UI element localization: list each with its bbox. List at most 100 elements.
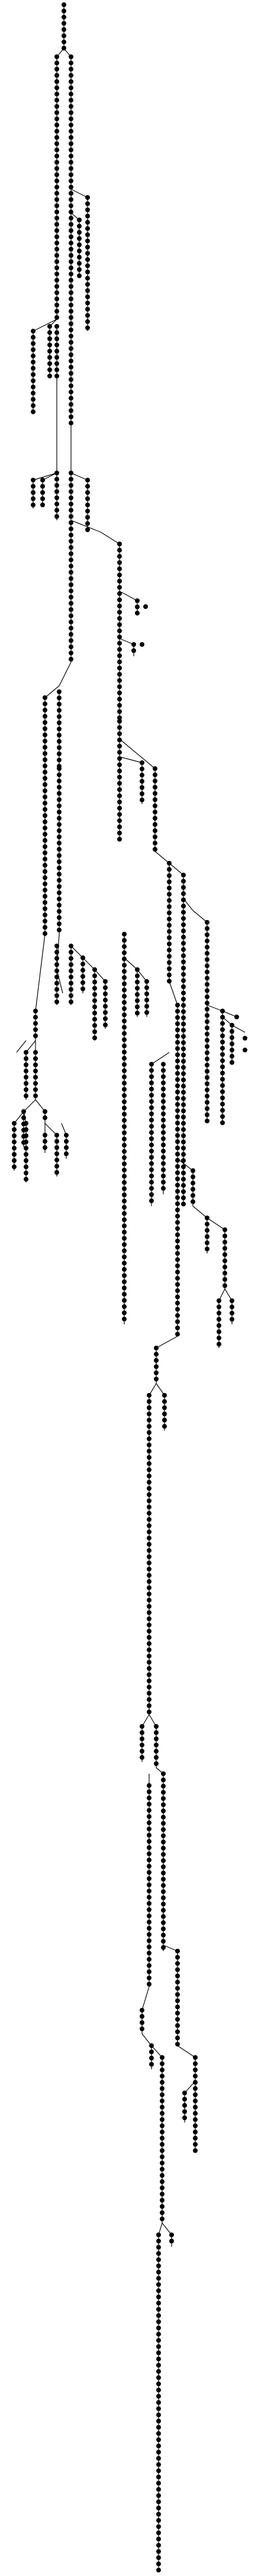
tree-node (92, 992, 97, 997)
tree-node (122, 1155, 127, 1160)
tree-node (156, 2406, 161, 2411)
tree-node (161, 1136, 166, 1141)
tree-node (122, 1118, 127, 1123)
tree-node (161, 1155, 166, 1160)
tree-node (85, 319, 90, 324)
tree-node (161, 1926, 166, 1932)
tree-node (156, 2381, 161, 2386)
tree-node (69, 197, 73, 202)
tree-node (191, 1193, 195, 1198)
tree-node (149, 1186, 154, 1191)
tree-node (92, 980, 97, 984)
tree-node (156, 2468, 161, 2473)
tree-node (54, 367, 59, 372)
tree-node (147, 1535, 151, 1541)
tree-node (175, 2017, 180, 2022)
tree-node (175, 1326, 180, 1330)
tree-node (147, 1660, 151, 1665)
tree-node (69, 234, 73, 239)
tree-node (69, 483, 73, 488)
tree-node (160, 2111, 165, 2116)
tree-node (175, 1207, 180, 1213)
tree-node (85, 478, 90, 482)
tree-node (161, 1130, 166, 1135)
tree-node (175, 1276, 180, 1281)
tree-node (92, 998, 97, 1003)
tree-node (122, 1273, 127, 1278)
tree-node (205, 1106, 209, 1111)
tree-node (69, 570, 73, 575)
tree-node (21, 1115, 26, 1120)
tree-node (181, 873, 186, 877)
tree-node (167, 941, 172, 947)
tree-node (161, 1852, 166, 1857)
tree-node (131, 648, 136, 653)
tree-node (43, 788, 47, 793)
tree-node (122, 1180, 127, 1185)
tree-node (69, 116, 73, 121)
tree-node (160, 2204, 165, 2209)
tree-node (47, 324, 52, 329)
tree-edge (163, 1945, 178, 1952)
tree-node (162, 1393, 167, 1398)
tree-node (54, 1170, 59, 1175)
tree-node (175, 2036, 180, 2040)
tree-node (144, 1010, 149, 1015)
tree-node (69, 73, 73, 78)
tree-node (57, 695, 62, 701)
tree-node (62, 40, 66, 44)
tree-node (69, 489, 73, 494)
tree-node (77, 255, 82, 260)
tree-node (69, 253, 73, 258)
tree-node (193, 2142, 198, 2147)
tree-node (149, 1174, 154, 1178)
tree-node (175, 1220, 180, 1225)
tree-node (24, 1171, 28, 1175)
tree-node (175, 1955, 180, 1960)
tree-node (122, 1304, 127, 1309)
tree-node (161, 1901, 166, 1907)
tree-node (181, 1158, 186, 1163)
tree-node (181, 922, 186, 927)
tree-node (160, 2179, 165, 2184)
tree-node (156, 2487, 161, 2492)
tree-node (69, 321, 73, 326)
tree-node (117, 641, 122, 646)
tree-node (205, 945, 209, 950)
tree-node (167, 978, 172, 984)
tree-node (122, 944, 127, 949)
tree-node (54, 495, 59, 500)
tree-node (57, 809, 62, 815)
tree-node (161, 1920, 166, 1925)
tree-node (205, 1100, 209, 1105)
tree-node (122, 1087, 127, 1092)
tree-node (230, 1048, 234, 1052)
tree-node (147, 1796, 151, 1800)
tree-edge (35, 1099, 46, 1112)
tree-node (161, 1883, 166, 1888)
tree-node (43, 887, 47, 893)
tree-node (175, 1992, 180, 1997)
tree-node (57, 859, 62, 864)
tree-edge (70, 189, 88, 198)
tree-node (222, 1258, 227, 1263)
tree-node (117, 824, 122, 829)
tree-node (162, 1399, 167, 1404)
tree-node (161, 1117, 166, 1123)
tree-node (181, 1171, 186, 1175)
tree-node (31, 496, 36, 501)
tree-node (222, 1246, 227, 1251)
tree-node (147, 1975, 151, 1981)
tree-node (140, 2026, 144, 2031)
tree-node (57, 797, 62, 802)
tree-node (175, 1961, 180, 1966)
tree-node (205, 1025, 209, 1031)
tree-node (85, 263, 90, 268)
tree-node (54, 92, 59, 96)
tree-node (64, 1139, 69, 1144)
tree-node (117, 775, 122, 780)
tree-node (69, 371, 73, 376)
tree-node (181, 1164, 186, 1169)
tree-node (205, 1216, 209, 1220)
tree-node (175, 1096, 180, 1101)
